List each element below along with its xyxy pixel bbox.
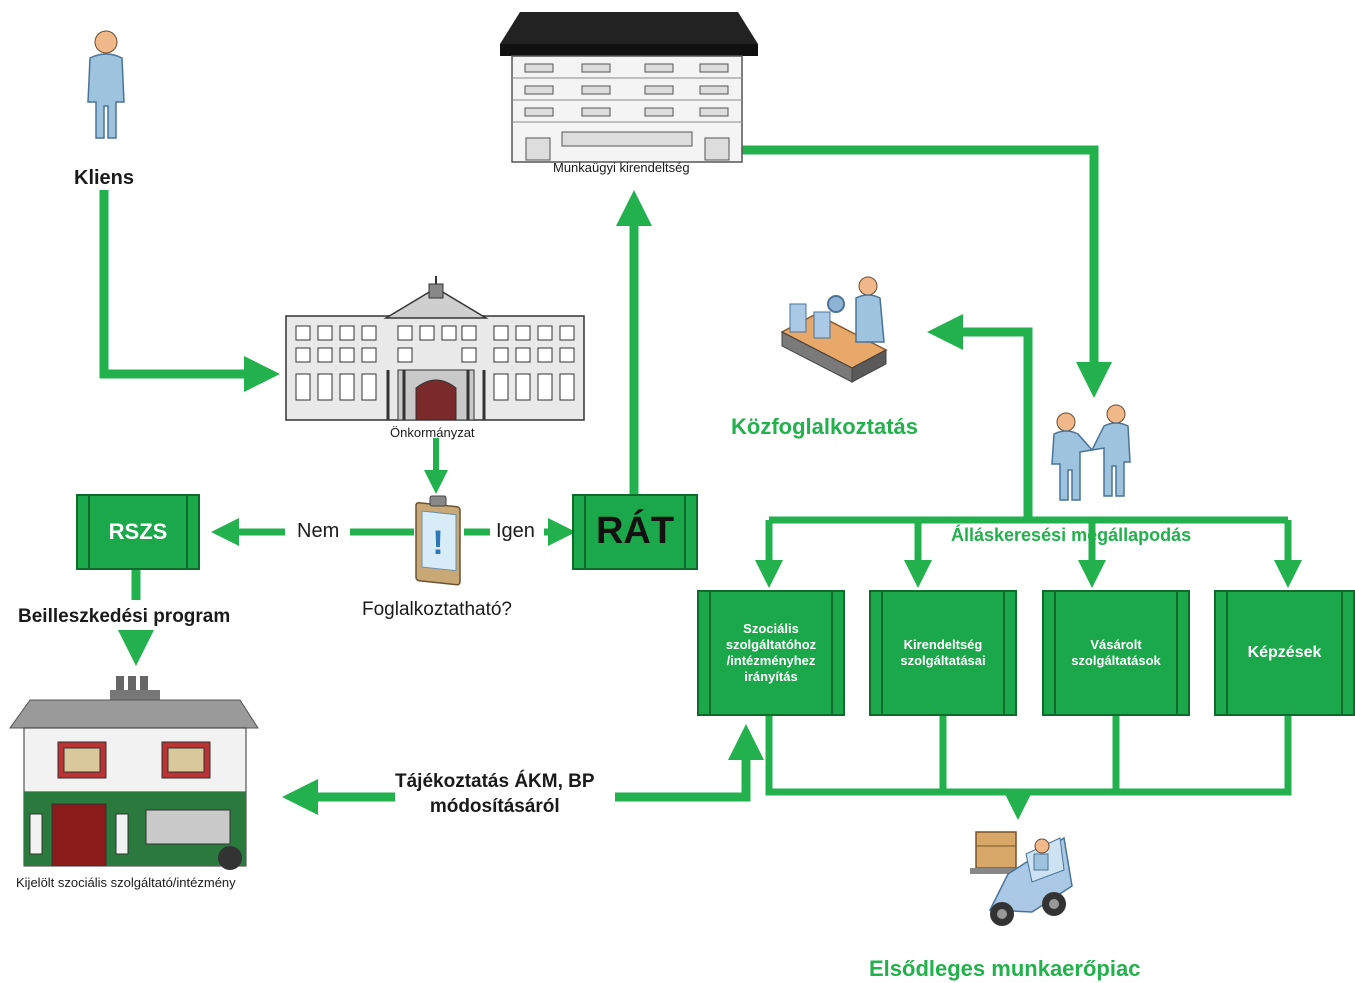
municipality-label: Önkormányzat — [390, 425, 475, 440]
social-referral-label: Szociális szolgáltatóhoz /intézményhez i… — [725, 620, 817, 685]
rszs-label: RSZS — [108, 519, 168, 545]
decision-question: Foglalkoztatható? — [362, 599, 512, 620]
rat-label: RÁT — [595, 510, 675, 553]
social-referral-box: Szociális szolgáltatóhoz /intézményhez i… — [697, 590, 845, 716]
agreement-label: Álláskeresési megállapodás — [951, 525, 1192, 545]
yes-label: Igen — [496, 520, 535, 542]
information-label: Tájékoztatás ÁKM, BP módosításáról — [395, 771, 595, 817]
rat-box: RÁT — [572, 494, 698, 570]
trainings-box: Képzések — [1214, 590, 1355, 716]
service-provider-label: Kijelölt szociális szolgáltató/intézmény — [16, 875, 236, 890]
trainings-label: Képzések — [1247, 644, 1322, 661]
purchased-services-label: Vásárolt szolgáltatások — [1071, 636, 1161, 668]
office-services-box: Kirendeltség szolgáltatásai — [869, 590, 1017, 716]
arrow-office-to-agreement — [740, 145, 1112, 398]
arrow-client-to-municipality — [99, 190, 280, 392]
integration-program-label: Beilleszkedési program — [18, 606, 231, 627]
arrow-info-right-up — [615, 724, 764, 802]
no-label: Nem — [297, 520, 340, 542]
rszs-box: RSZS — [76, 494, 200, 570]
office-services-label: Kirendeltség szolgáltatásai — [900, 636, 986, 668]
arrow-agreement-to-public-work — [927, 314, 1033, 520]
primary-market-title: Elsődleges munkaerőpiac — [869, 956, 1141, 981]
public-work-title: Közfoglalkoztatás — [731, 414, 919, 439]
labor-office-label: Munkaügyi kirendeltség — [553, 160, 690, 175]
line-bottom-collector — [765, 716, 1292, 796]
purchased-services-box: Vásárolt szolgáltatások — [1042, 590, 1190, 716]
client-label: Kliens — [74, 167, 135, 189]
